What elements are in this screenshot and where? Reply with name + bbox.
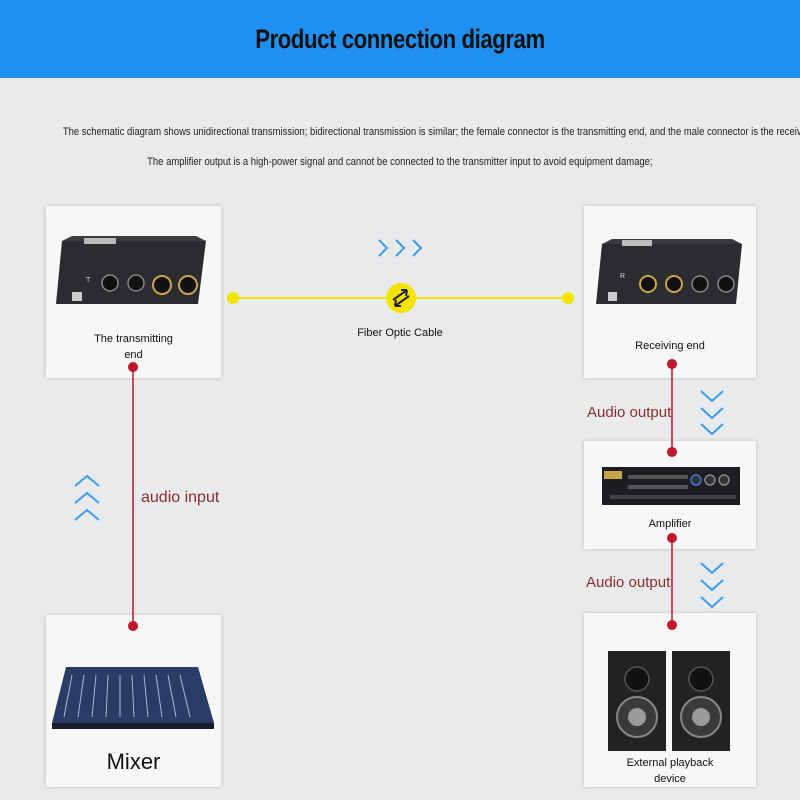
transmitter-port-dot bbox=[128, 362, 138, 372]
mixer-device-illustration bbox=[52, 667, 214, 729]
bidirectional-arrows-icon bbox=[386, 283, 416, 313]
amplifier-input-dot bbox=[667, 447, 677, 457]
fiber-optic-cable-label: Fiber Optic Cable bbox=[357, 327, 443, 339]
cable-end-right bbox=[562, 292, 574, 304]
amplifier-output-dot bbox=[667, 533, 677, 543]
receiver-label: Receiving end bbox=[635, 340, 705, 352]
receiver-card: R Receiving end bbox=[584, 206, 756, 378]
header-banner: Product connection diagram bbox=[0, 0, 800, 78]
playback-label-1: External playback bbox=[626, 757, 714, 769]
chevron-down-icon bbox=[700, 390, 724, 436]
chevron-up-icon bbox=[74, 474, 100, 521]
mixer-card: Mixer bbox=[46, 615, 221, 787]
note-line-2: The amplifier output is a high-power sig… bbox=[147, 156, 653, 168]
chevron-right-icon bbox=[378, 239, 423, 257]
transmitter-device-illustration: T bbox=[56, 236, 206, 304]
transmitter-label-1: The transmitting bbox=[94, 333, 173, 345]
amplifier-card: Amplifier bbox=[584, 441, 756, 549]
audio-output-label-2: Audio output bbox=[586, 574, 671, 591]
receiver-port-dot bbox=[667, 359, 677, 369]
playback-label-2: device bbox=[654, 773, 686, 785]
cable-end-left bbox=[227, 292, 239, 304]
transmitter-card: T The transmitting end bbox=[46, 206, 221, 378]
playback-card: External playback device bbox=[584, 613, 756, 787]
chevron-down-icon bbox=[700, 562, 724, 609]
transmitter-letter: T bbox=[86, 277, 91, 284]
transmitter-label-2: end bbox=[124, 349, 143, 361]
amplifier-device-illustration bbox=[602, 467, 740, 505]
audio-input-label: audio input bbox=[141, 489, 220, 506]
mixer-label: Mixer bbox=[106, 749, 161, 774]
amplifier-label: Amplifier bbox=[648, 518, 692, 530]
speaker-illustration bbox=[608, 651, 730, 751]
note-line-1: The schematic diagram shows unidirection… bbox=[62, 126, 800, 138]
receiver-letter: R bbox=[620, 273, 625, 280]
mixer-port-dot bbox=[128, 621, 138, 631]
receiver-device-illustration: R bbox=[596, 239, 742, 304]
page-title: Product connection diagram bbox=[255, 24, 545, 54]
playback-port-dot bbox=[667, 620, 677, 630]
audio-output-label-1: Audio output bbox=[587, 404, 672, 421]
